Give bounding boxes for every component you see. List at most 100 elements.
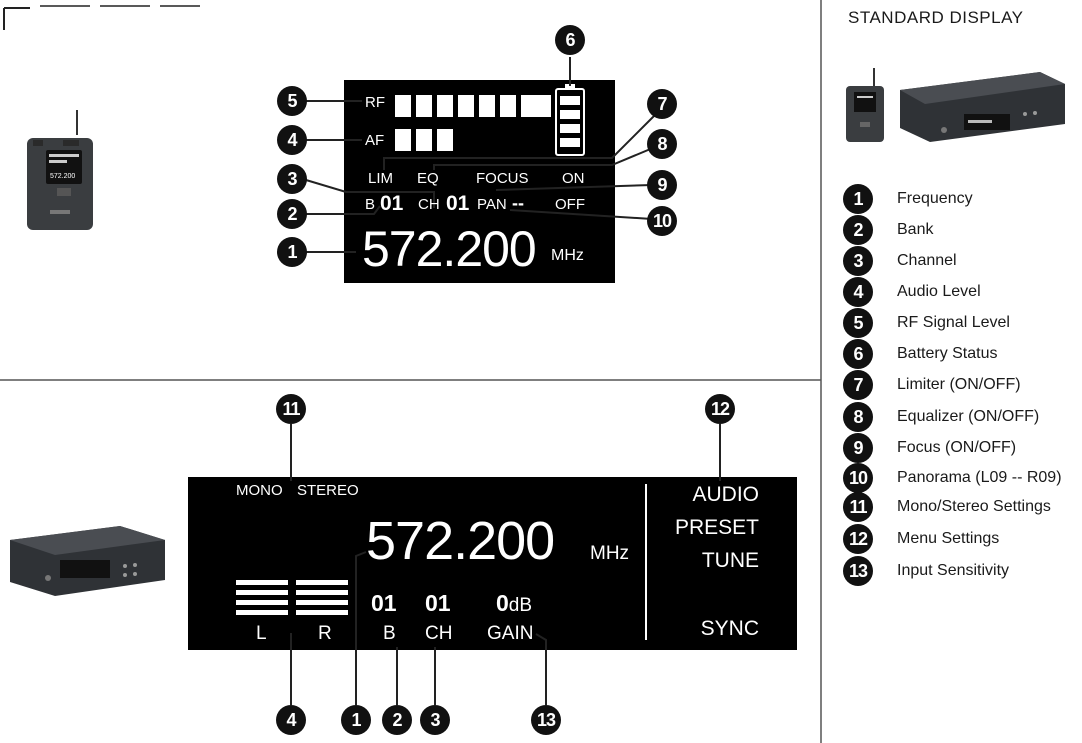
rack-bank-value: 01 <box>371 590 397 616</box>
af-level-bars <box>395 129 453 151</box>
legend-number-badge: 7 <box>843 370 873 400</box>
rf-bar <box>479 95 495 117</box>
legend-label: Limiter (ON/OFF) <box>897 376 1021 393</box>
af-label: AF <box>365 132 385 149</box>
pan-state: OFF <box>555 196 585 213</box>
legend-number-badge: 5 <box>843 308 873 338</box>
bodypack-screen-text: 572.200 <box>50 173 75 180</box>
bodypack-device-image: 572.200 <box>27 110 93 230</box>
focus-label: FOCUS <box>476 170 529 187</box>
legend-label: Bank <box>897 221 934 238</box>
menu-tune: TUNE <box>701 549 759 572</box>
legend-number-badge: 3 <box>843 246 873 276</box>
pan-label: PAN <box>477 196 507 213</box>
legend-item: 10 Panorama (L09 -- R09) <box>843 463 1062 493</box>
battery-icon <box>555 84 585 156</box>
rf-bar <box>395 95 411 117</box>
mono-label: MONO <box>236 482 283 499</box>
focus-value: ON <box>562 170 585 187</box>
bank-prefix: B <box>365 196 376 213</box>
legend-label: Battery Status <box>897 345 998 362</box>
rf-bar <box>416 95 432 117</box>
rf-bar <box>521 95 551 117</box>
bodypack-lcd <box>344 80 615 283</box>
rack-channel-label: CH <box>425 623 453 644</box>
menu-audio: AUDIO <box>692 483 759 506</box>
legend-label: Input Sensitivity <box>897 562 1010 579</box>
legend-label: Panorama (L09 -- R09) <box>897 469 1062 486</box>
pan-value: -- <box>512 193 524 213</box>
left-level-meter <box>236 580 288 615</box>
legend-number-badge: 6 <box>843 339 873 369</box>
legend-label: Channel <box>897 252 957 269</box>
legend-number-badge: 10 <box>843 463 873 493</box>
standard-display-title: STANDARD DISPLAY <box>848 8 1024 27</box>
right-level-meter <box>296 580 348 615</box>
legend-number-badge: 2 <box>843 215 873 245</box>
callout-badge: 12 <box>705 394 735 424</box>
legend-item: 9 Focus (ON/OFF) <box>843 433 1016 463</box>
legend-number-badge: 13 <box>843 556 873 586</box>
legend-label: Focus (ON/OFF) <box>897 439 1017 456</box>
limiter-label: LIM <box>368 170 394 187</box>
callout-badge: 4 <box>276 705 306 735</box>
legend-item: 3 Channel <box>843 246 957 276</box>
rack-lcd-background <box>188 477 797 650</box>
callout-badge: 7 <box>647 89 677 119</box>
bodypack-frequency: 572.200 <box>362 221 537 277</box>
legend-item: 12 Menu Settings <box>843 524 999 554</box>
legend-number-badge: 12 <box>843 524 873 554</box>
legend-label: Equalizer (ON/OFF) <box>897 408 1040 425</box>
channel-prefix: CH <box>418 196 440 213</box>
standard-display-image <box>846 68 1065 142</box>
legend-item: 8 Equalizer (ON/OFF) <box>843 402 1039 432</box>
rf-bar <box>500 95 516 117</box>
rack-leader-lines <box>290 424 721 705</box>
callout-badge: 4 <box>277 125 307 155</box>
left-channel-label: L <box>256 623 267 644</box>
callout-badge: 10 <box>647 206 677 236</box>
legend-item: 6 Battery Status <box>843 339 998 369</box>
legend-number-badge: 9 <box>843 433 873 463</box>
legend-item: 13 Input Sensitivity <box>843 556 1009 586</box>
callout-badge: 1 <box>341 705 371 735</box>
rack-gain-label: GAIN <box>487 623 534 644</box>
corner-mark <box>3 7 30 30</box>
rack-gain-value: 0dB <box>496 590 532 617</box>
bodypack-screen <box>46 150 82 184</box>
legend-number-badge: 11 <box>843 492 873 522</box>
legend-item: 2 Bank <box>843 215 933 245</box>
gain-unit: dB <box>508 595 533 616</box>
right-channel-label: R <box>318 623 332 644</box>
callout-badge: 13 <box>531 705 561 735</box>
rack-channel-value: 01 <box>425 590 451 616</box>
legend-number-badge: 8 <box>843 402 873 432</box>
af-bar <box>416 129 432 151</box>
callout-badge: 5 <box>277 86 307 116</box>
rf-label: RF <box>365 94 385 111</box>
bank-value: 01 <box>380 192 404 215</box>
legend-label: Audio Level <box>897 283 981 300</box>
callout-badge: 2 <box>382 705 412 735</box>
rack-frequency-unit: MHz <box>590 543 630 564</box>
legend-label: Frequency <box>897 190 973 207</box>
bodypack-frequency-unit: MHz <box>551 247 584 264</box>
bodypack-leader-lines <box>305 57 661 253</box>
channel-value: 01 <box>446 192 470 215</box>
rf-level-bars <box>395 95 551 117</box>
rack-bank-label: B <box>383 623 396 644</box>
rack-lcd <box>188 477 797 650</box>
af-bar <box>437 129 453 151</box>
legend-label: RF Signal Level <box>897 314 1010 331</box>
stereo-label: STEREO <box>297 482 359 499</box>
legend-label: Mono/Stereo Settings <box>897 498 1051 515</box>
legend-item: 7 Limiter (ON/OFF) <box>843 370 1021 400</box>
equalizer-label: EQ <box>417 170 439 187</box>
bodypack-logo <box>57 188 71 196</box>
legend-label: Menu Settings <box>897 530 1000 547</box>
rack-device-image <box>10 526 165 596</box>
callout-badge: 3 <box>420 705 450 735</box>
legend-number-badge: 4 <box>843 277 873 307</box>
callout-badge: 9 <box>647 170 677 200</box>
